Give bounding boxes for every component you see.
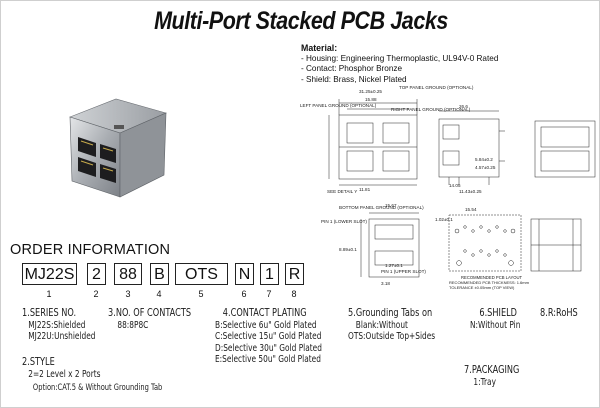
option-series: 1.SERIES NO. MJ22S:Shielded MJ22U:Unshie… [22,307,96,343]
option-shield-title: 6.SHIELD [479,307,517,319]
option-contacts-title: 3.NO. OF CONTACTS [108,307,192,319]
note-left-ground: LEFT PANEL GROUND (OPTIONAL) [300,103,377,108]
material-shield: - Shield: Brass, Nickel Plated [301,74,407,84]
option-shield-line-1: N:Without Pin [470,319,521,331]
option-contacts-line-1: 88:8P8C [117,319,149,331]
option-plating-line-4: E:Selective 50u" Gold Plated [215,354,321,366]
option-contacts: 3.NO. OF CONTACTS 88:8P8C [108,307,192,331]
note-right-ground: RIGHT PANEL GROUND (OPTIONAL) [391,107,471,112]
dim-15-67: 15.67 [385,203,397,208]
code-rohs: R [285,263,304,285]
side-view [438,110,505,185]
option-rohs-title: 8.R:RoHS [540,307,578,319]
page-title: Multi-Port Stacked PCB Jacks [154,7,448,35]
option-plating-title: 4.CONTACT PLATING [222,307,307,319]
code-contacts: 88 [114,263,142,285]
option-rohs: 8.R:RoHS [540,307,578,320]
option-packaging-line-1: 1:Tray [473,376,496,388]
dim-1-02: 1.02±0.1 [435,217,453,222]
option-series-line-2: MJ22U:Unshielded [28,331,96,343]
option-shield: 6.SHIELD N:Without Pin [470,307,521,331]
front-view [328,99,418,186]
position-3: 3 [125,289,131,299]
option-plating-line-2: C:Selective 15u" Gold Plated [215,331,322,343]
material-heading: Material: [301,43,338,53]
option-grounding-line-2: OTS:Outside Top+Sides [348,331,436,343]
position-5: 5 [198,289,204,299]
dim-width: 31.25±0.25 [359,89,382,94]
position-6: 6 [241,289,247,299]
position-8: 8 [291,289,297,299]
option-plating: 4.CONTACT PLATING B:Selective 6u" Gold P… [215,307,322,366]
material-housing: - Housing: Engineering Thermoplastic, UL… [301,53,499,63]
option-plating-line-3: D:Selective 30u" Gold Plated [215,342,322,354]
order-heading: ORDER INFORMATION [10,242,171,258]
dim-4-57: 4.57±0.25 [475,165,496,170]
code-style: 2 [87,263,106,285]
option-series-title: 1.SERIES NO. [22,307,77,319]
option-style-note: Option:CAT.5 & Without Grounding Tab [32,383,163,394]
dim-26-6: 26.6 [459,104,468,109]
option-style-line-1: 2=2 Level x 2 Ports [28,368,101,380]
option-grounding-title: 5.Grounding Tabs on [348,307,433,319]
product-photo [69,98,167,198]
option-style: 2.STYLE 2=2 Level x 2 Ports Option:CAT.5… [22,356,163,395]
note-bottom-ground: BOTTOM PANEL GROUND (OPTIONAL) [339,205,424,210]
position-1: 1 [46,289,52,299]
code-series: MJ22S [22,263,77,285]
material-section: Material: - Housing: Engineering Thermop… [301,43,498,85]
code-plating: B [150,263,169,285]
dim-width-inner: 15.88 [365,97,377,102]
note-top-ground: TOP PANEL GROUND (OPTIONAL) [399,85,474,90]
note-recommended: RECOMMENDED PCB LAYOUT [461,275,523,280]
code-packaging: 1 [260,263,279,285]
option-series-line-1: MJ22S:Shielded [28,319,86,331]
option-packaging-title: 7.PACKAGING [464,364,520,376]
dim-5-84: 5.84±0.2 [475,157,493,162]
right-view [530,120,596,272]
dim-11-43: 11.43±0.25 [459,189,482,194]
option-packaging: 7.PACKAGING 1:Tray [464,364,520,388]
option-style-title: 2.STYLE [22,356,55,368]
option-plating-line-1: B:Selective 6u" Gold Plated [215,319,317,331]
note-pin1-lower: PIN 1 (LOWER SLOT) [321,219,367,224]
pcb-layout [448,214,522,272]
dim-14-05: 14.05 [449,183,461,188]
option-grounding: 5.Grounding Tabs on Blank:Without OTS:Ou… [348,307,436,343]
technical-drawing: 31.25±0.25 15.88 LEFT PANEL GROUND (OPTI… [300,85,596,290]
bottom-view [360,212,420,278]
dim-11-81: 11.81 [359,187,371,192]
code-grounding: OTS [175,263,228,285]
position-4: 4 [156,289,162,299]
dim-8-89: 8.89±0.1 [339,247,357,252]
option-grounding-line-1: Blank:Without [355,319,408,331]
code-shield: N [235,263,254,285]
dim-15-54: 15.54 [465,207,477,212]
position-7: 7 [266,289,272,299]
note-tolerance: TOLERANCE ±0.05mm (TOP VIEW) [449,285,515,290]
dim-1-27: 1.27±0.1 [385,263,403,268]
note-pin1-upper: PIN 1 (UPPER SLOT) [381,269,426,274]
material-contact: - Contact: Phosphor Bronze [301,64,403,74]
position-2: 2 [93,289,99,299]
note-pcb-thickness: RECOMMENDED PCB THICKNESS: 1.6mm [449,280,530,285]
note-detail: SEE DETAIL Y [327,189,357,194]
dim-3-18: 3.18 [381,281,390,286]
